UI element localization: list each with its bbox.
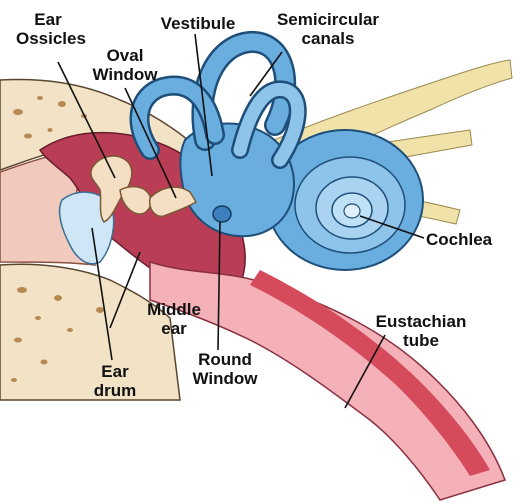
label-ear-drum: Ear drum (82, 362, 148, 400)
round-window-shape (213, 206, 231, 222)
label-eustachian-tube-line2: tube (366, 331, 476, 350)
label-semicircular-canals-line2: canals (262, 29, 394, 48)
label-ear-ossicles-line2: Ossicles (16, 29, 80, 48)
label-middle-ear: Middle ear (138, 300, 210, 338)
label-middle-ear-line2: ear (138, 319, 210, 338)
label-cochlea: Cochlea (426, 230, 510, 249)
label-oval-window-line2: Window (85, 65, 165, 84)
label-ear-ossicles-line1: Ear (16, 10, 80, 29)
label-round-window: Round Window (186, 350, 264, 388)
label-semicircular-canals: Semicircular canals (262, 10, 394, 48)
label-middle-ear-line1: Middle (138, 300, 210, 319)
label-vestibule-line1: Vestibule (152, 14, 244, 33)
label-eustachian-tube-line1: Eustachian (366, 312, 476, 331)
label-vestibule: Vestibule (152, 14, 244, 33)
label-eustachian-tube: Eustachian tube (366, 312, 476, 350)
label-ear-drum-line2: drum (82, 381, 148, 400)
label-ear-drum-line1: Ear (82, 362, 148, 381)
label-cochlea-line1: Cochlea (426, 230, 510, 249)
label-oval-window: Oval Window (85, 46, 165, 84)
label-round-window-line1: Round (186, 350, 264, 369)
label-ear-ossicles: Ear Ossicles (16, 10, 80, 48)
label-round-window-line2: Window (186, 369, 264, 388)
label-oval-window-line1: Oval (85, 46, 165, 65)
label-semicircular-canals-line1: Semicircular (262, 10, 394, 29)
